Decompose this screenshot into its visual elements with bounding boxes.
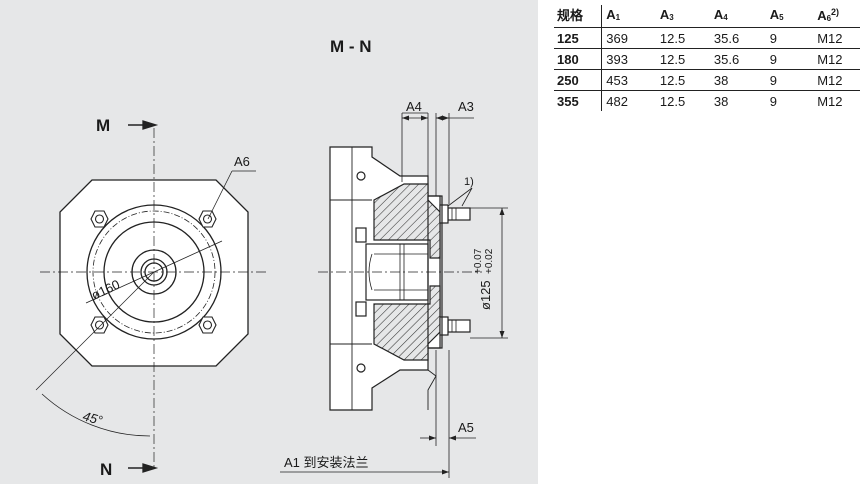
side-section-view: [329, 146, 471, 411]
note-1: 1): [464, 176, 474, 188]
side-bolts: [439, 204, 471, 336]
tolerance-upper: +0.07: [473, 248, 484, 274]
drawing-panel: M - N M N A6 A4 A3 A5 1) ø160 45° ø125 +…: [0, 0, 538, 484]
view-title: M - N: [330, 37, 372, 56]
front-view: [35, 120, 268, 473]
section-label-m: M: [96, 116, 110, 135]
cell-size: 180: [554, 48, 603, 70]
tolerance-lower: +0.02: [484, 248, 495, 274]
section-label-n: N: [100, 460, 112, 479]
header-a3: A3: [659, 7, 674, 22]
cell-a5: 9: [769, 72, 777, 88]
diameter-125: ø125: [478, 280, 493, 310]
table-header-row: 规格 A1 A3 A4 A5 A62): [554, 5, 860, 28]
header-a6: A62): [817, 6, 840, 23]
bolt-heads: [90, 210, 217, 334]
cell-a1: 369: [606, 30, 628, 46]
cell-a6: M12: [817, 93, 843, 109]
cell-a3: 12.5: [659, 30, 686, 46]
header-a1: A1: [606, 7, 621, 22]
cell-a6: M12: [817, 72, 843, 88]
a1-mounting-label: A1 到安装法兰: [284, 455, 369, 470]
table-row: 355 482 12.5 38 9 M12: [554, 90, 860, 111]
header-a4: A4: [713, 7, 728, 22]
cell-a5: 9: [769, 30, 777, 46]
callout-a6: A6: [234, 154, 250, 169]
cell-a5: 9: [769, 93, 777, 109]
cell-a6: M12: [817, 51, 843, 67]
hatched-section-upper: [373, 183, 441, 259]
callout-a4: A4: [406, 99, 422, 114]
cell-a5: 9: [769, 51, 777, 67]
header-size: 规格: [554, 5, 603, 28]
cell-a4: 38: [713, 93, 729, 109]
dimension-lines: [280, 112, 508, 478]
table-row: 250 453 12.5 38 9 M12: [554, 69, 860, 91]
table-row: 125 369 12.5 35.6 9 M12: [554, 27, 860, 49]
technical-drawing: M - N M N A6 A4 A3 A5 1) ø160 45° ø125 +…: [35, 37, 508, 479]
cell-a6: M12: [817, 30, 843, 46]
cell-a4: 38: [713, 72, 729, 88]
angle-45: 45°: [81, 408, 104, 428]
header-a5: A5: [769, 7, 784, 22]
cell-a1: 393: [606, 51, 628, 67]
cell-a1: 482: [606, 93, 628, 109]
spec-table: 规格 A1 A3 A4 A5 A62) 125 369 12.5 35.6 9 …: [554, 5, 860, 111]
cell-a3: 12.5: [659, 51, 686, 67]
callout-a3: A3: [458, 99, 474, 114]
cell-a4: 35.6: [713, 51, 740, 67]
cell-a3: 12.5: [659, 93, 686, 109]
cell-a4: 35.6: [713, 30, 740, 46]
cell-size: 125: [554, 27, 603, 49]
callout-a5: A5: [458, 420, 474, 435]
hatched-section-lower: [373, 285, 441, 361]
cell-a1: 453: [606, 72, 628, 88]
table-row: 180 393 12.5 35.6 9 M12: [554, 48, 860, 70]
cell-a3: 12.5: [659, 72, 686, 88]
cell-size: 250: [554, 69, 603, 91]
cell-size: 355: [554, 90, 603, 111]
